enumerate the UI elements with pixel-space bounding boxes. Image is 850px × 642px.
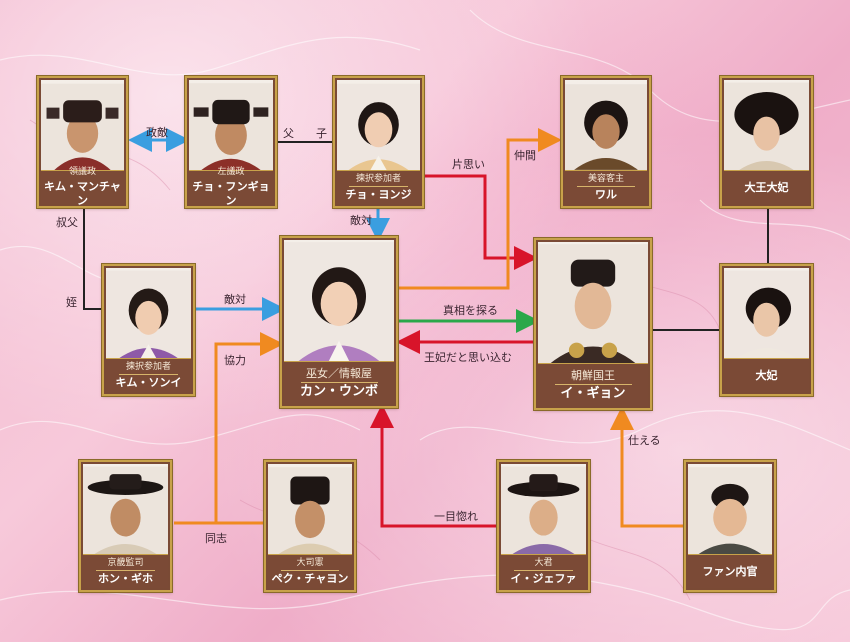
name-text: チョ・フンギョン <box>192 180 270 207</box>
nameplate: 大妃 <box>724 358 809 392</box>
line-shukufu-mei <box>83 208 102 310</box>
portrait-daio-taihi <box>724 80 809 174</box>
label-tsukaeru: 仕える <box>628 434 661 447</box>
label-hitomebore: 一目惚れ <box>434 510 478 523</box>
name-text: ワル <box>595 187 617 201</box>
nameplate: 大君 イ・ジェファ <box>501 554 586 588</box>
card-i-jefa[interactable]: 大君 イ・ジェファ <box>496 459 591 593</box>
portrait-kim-sonyi <box>106 268 191 362</box>
nameplate: 巫女／情報屋 カン・ウンボ <box>284 361 394 404</box>
portrait-i-jefa <box>501 464 586 558</box>
label-shukufu: 叔父 <box>56 216 78 229</box>
label-mei: 姪 <box>66 296 77 309</box>
role-text: 領議政 <box>68 167 96 177</box>
label-kataomoi: 片思い <box>452 158 485 171</box>
nameplate: 京畿監司 ホン・ギホ <box>83 554 168 588</box>
portrait-fan-naikan <box>688 464 772 558</box>
name-text: イ・ギョン <box>560 385 626 401</box>
role-text: 美容客主 <box>587 173 624 184</box>
card-fan-naikan[interactable]: ファン内官 <box>683 459 777 593</box>
name-text: ファン内官 <box>702 564 758 578</box>
label-shinsou: 真相を探る <box>443 304 498 317</box>
nameplate: 朝鮮国王 イ・ギョン <box>538 363 648 406</box>
nameplate: 大王大妃 <box>724 170 809 204</box>
card-daio-taihi[interactable]: 大王大妃 <box>719 75 814 209</box>
role-text: 京畿監司 <box>107 557 144 568</box>
nameplate: 揀択参加者 チョ・ヨンジ <box>337 170 420 204</box>
portrait-i-gyon <box>538 242 648 366</box>
card-cho-yonji[interactable]: 揀択参加者 チョ・ヨンジ <box>332 75 425 209</box>
role-text: 左議政 <box>217 167 245 177</box>
portrait-hon-giho <box>83 464 168 558</box>
nameplate: ファン内官 <box>688 554 772 588</box>
portrait-cho-fungyon <box>189 80 273 174</box>
card-hon-giho[interactable]: 京畿監司 ホン・ギホ <box>78 459 173 593</box>
card-peku-chayon[interactable]: 大司憲 ペク・チャヨン <box>263 459 357 593</box>
label-tekitai-left: 敵対 <box>224 293 246 306</box>
nameplate: 領議政 キム・マンチャン <box>41 167 124 207</box>
card-cho-fungyon[interactable]: 左議政 チョ・フンギョン <box>184 75 278 209</box>
portrait-kang-unbo <box>284 240 394 364</box>
nameplate: 揀択参加者 キム・ソンイ <box>106 358 191 392</box>
line-kyoryoku-doushi <box>174 332 284 525</box>
label-ouhi: 王妃だと思い込む <box>424 351 512 364</box>
line-kataomoi <box>424 174 538 270</box>
label-fushi: 父 子 <box>283 127 327 140</box>
name-text: ペク・チャヨン <box>271 571 349 585</box>
role-text: 大司憲 <box>296 557 324 568</box>
name-text: ホン・ギホ <box>98 571 153 585</box>
role-text: 揀択参加者 <box>125 361 171 372</box>
line-hitomebore <box>370 404 496 528</box>
name-text: キム・マンチャン <box>44 180 121 207</box>
card-taihi[interactable]: 大妃 <box>719 263 814 397</box>
card-kim-sonyi[interactable]: 揀択参加者 キム・ソンイ <box>101 263 196 397</box>
line-tsukaeru <box>610 406 684 528</box>
nameplate: 大司憲 ペク・チャヨン <box>268 554 352 588</box>
label-tekitai-top: 敵対 <box>350 214 372 227</box>
name-text: チョ・ヨンジ <box>345 187 412 201</box>
portrait-peku-chayon <box>268 464 352 558</box>
card-kim-manchan[interactable]: 領議政 キム・マンチャン <box>36 75 129 209</box>
name-text: イ・ジェファ <box>510 571 577 585</box>
card-wal[interactable]: 美容客主 ワル <box>560 75 652 209</box>
nameplate: 美容客主 ワル <box>565 170 647 204</box>
role-text: 朝鮮国王 <box>571 368 615 382</box>
name-text: 大妃 <box>755 368 778 382</box>
label-seiteki: 政敵 <box>146 126 168 139</box>
nameplate: 左議政 チョ・フンギョン <box>189 167 273 207</box>
role-text: 巫女／情報屋 <box>306 366 372 380</box>
name-text: カン・ウンボ <box>299 383 378 399</box>
label-doushi: 同志 <box>205 532 227 545</box>
role-text: 揀択参加者 <box>355 173 401 184</box>
card-i-gyon[interactable]: 朝鮮国王 イ・ギョン <box>533 237 653 411</box>
role-text: 大君 <box>534 557 553 568</box>
label-kyoryoku: 協力 <box>224 354 246 367</box>
portrait-taihi <box>724 268 809 362</box>
name-text: 大王大妃 <box>744 180 789 194</box>
card-kang-unbo[interactable]: 巫女／情報屋 カン・ウンボ <box>279 235 399 409</box>
portrait-cho-yonji <box>337 80 420 174</box>
name-text: キム・ソンイ <box>115 375 182 389</box>
label-nakama: 仲間 <box>514 149 536 162</box>
line-nakama <box>398 128 562 290</box>
portrait-wal <box>565 80 647 174</box>
portrait-kim-manchan <box>41 80 124 174</box>
